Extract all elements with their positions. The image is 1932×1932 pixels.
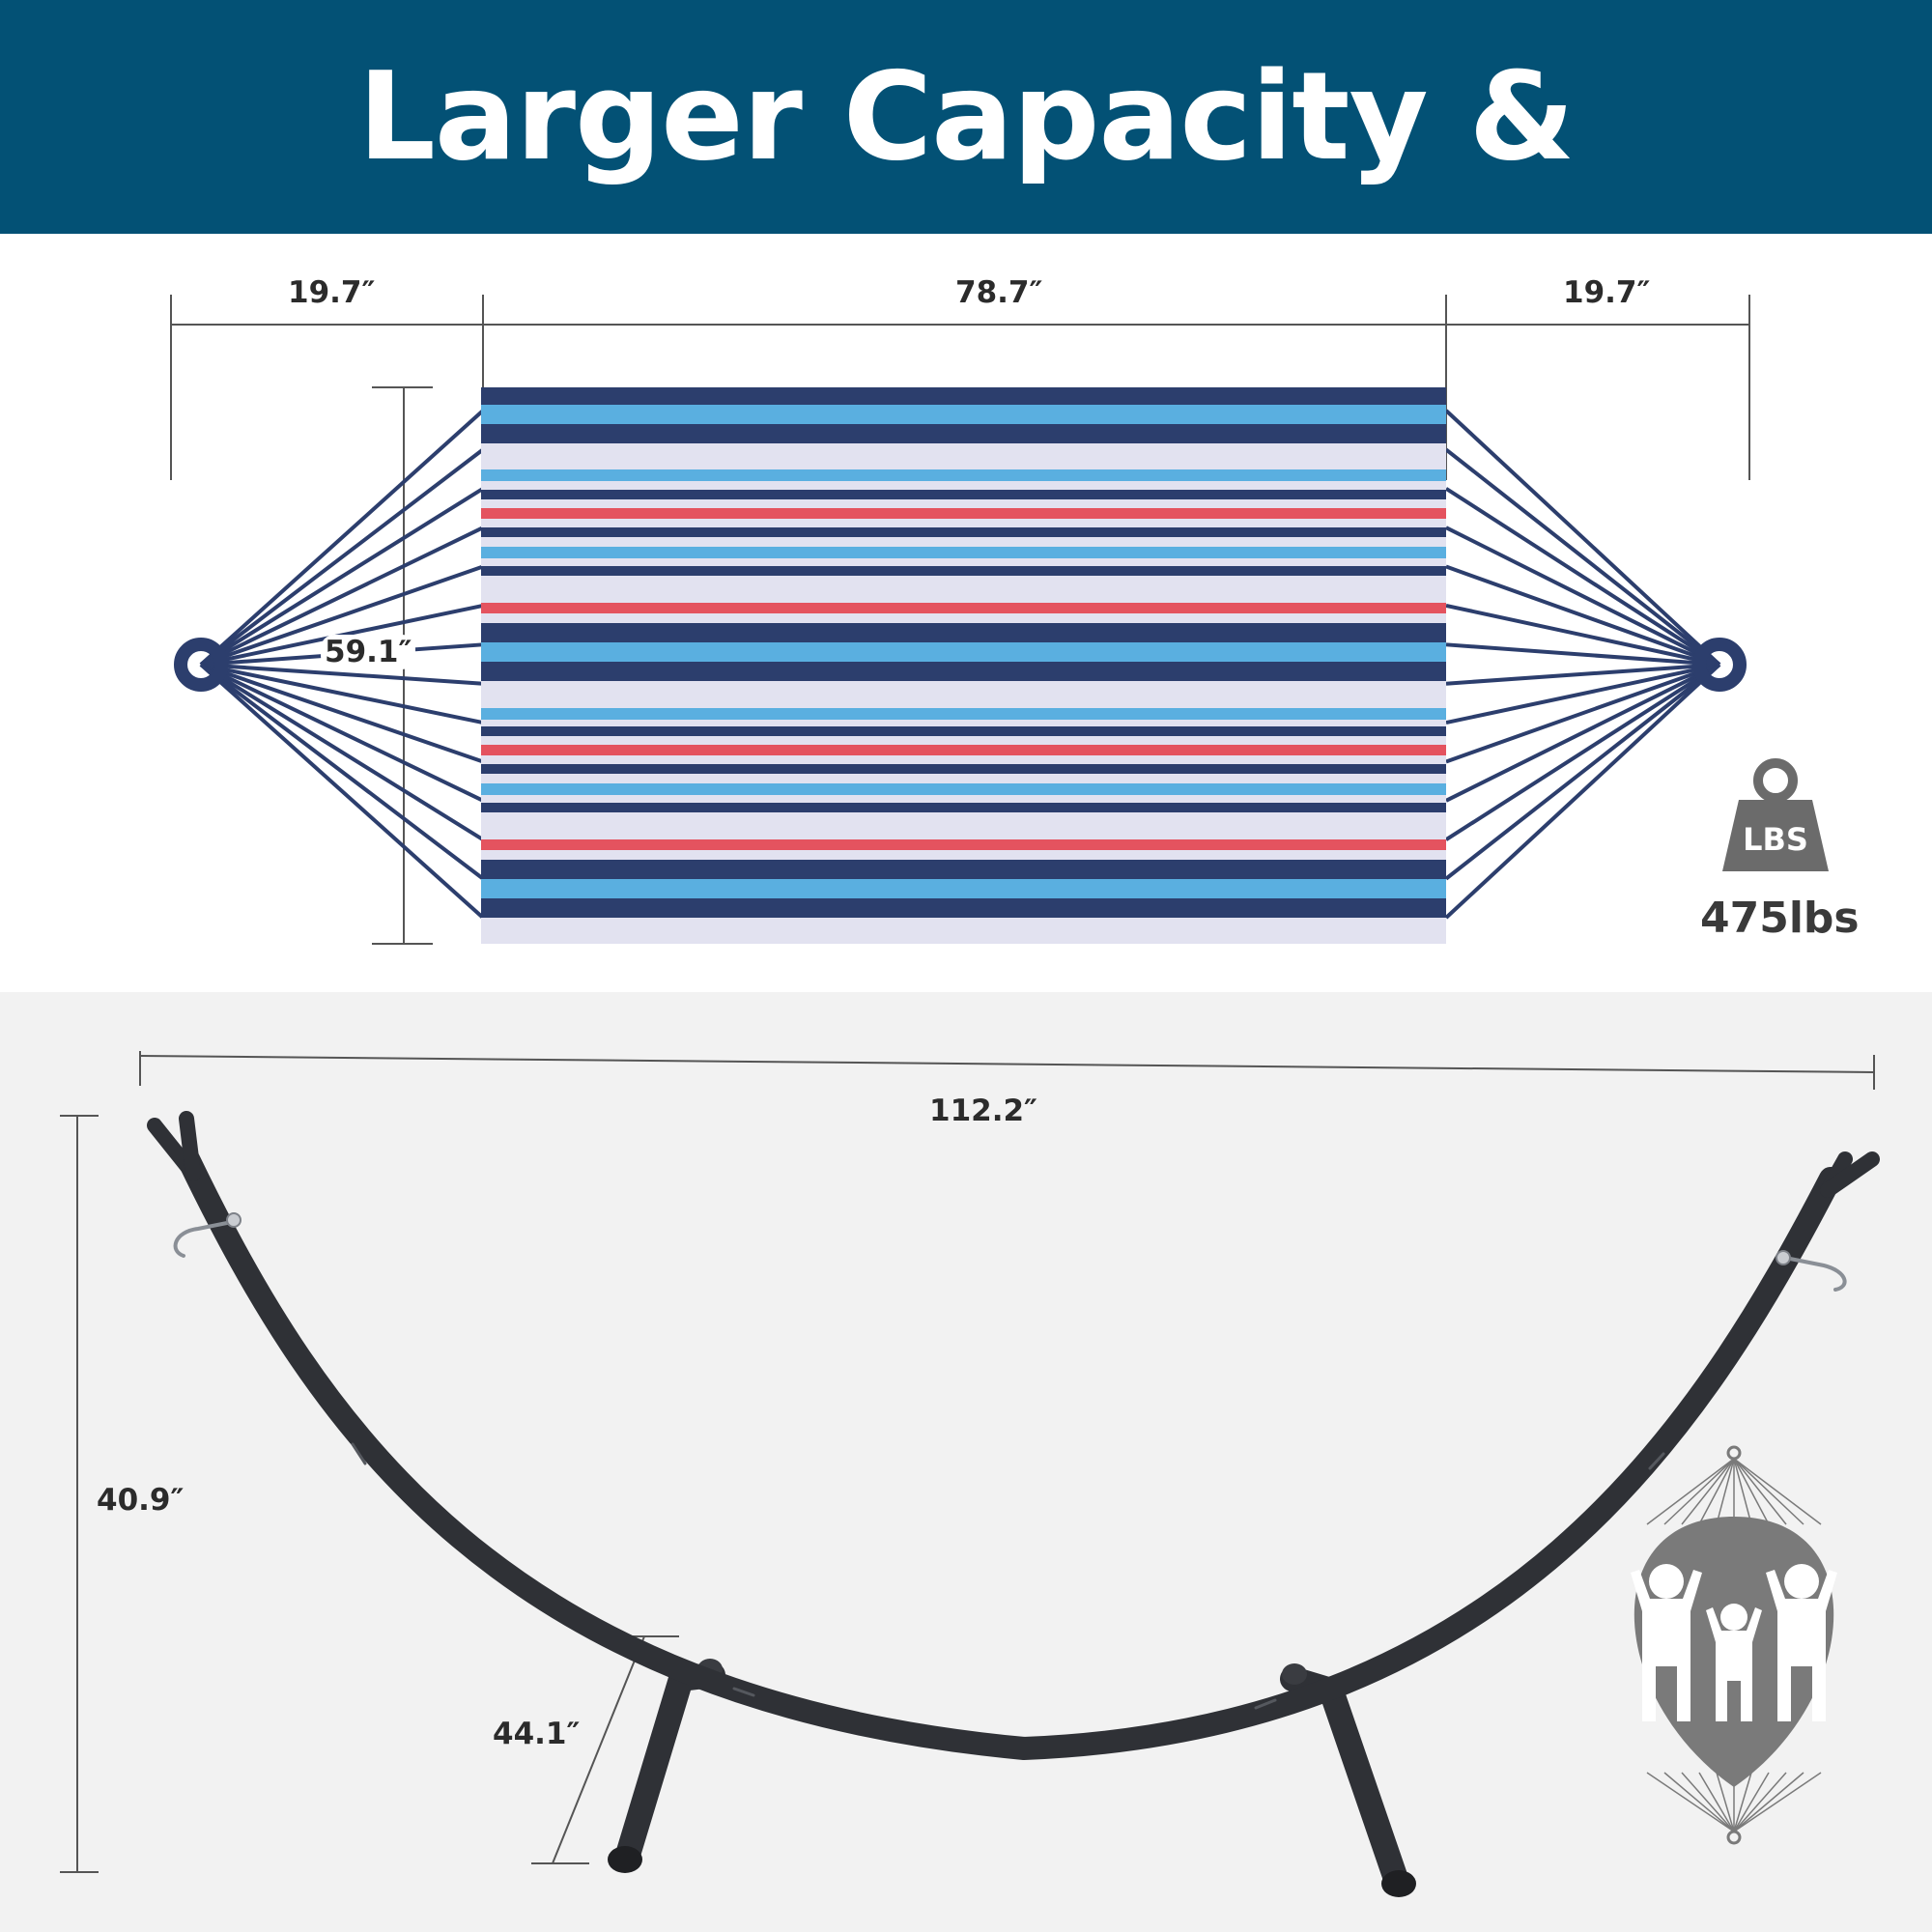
icon-string bbox=[1716, 1458, 1735, 1525]
hammock-string bbox=[1444, 487, 1721, 667]
hammock-stripe bbox=[481, 405, 1446, 424]
icon-string bbox=[1733, 1458, 1822, 1525]
right-spreader-length: 19.7″ bbox=[1563, 275, 1651, 310]
hammock-stripe bbox=[481, 642, 1446, 662]
hammock-stripe bbox=[481, 387, 1446, 405]
weight-capacity: 475lbs bbox=[1700, 894, 1860, 943]
icon-string bbox=[1733, 1772, 1770, 1833]
hammock-stand bbox=[147, 1111, 1880, 1897]
icon-string bbox=[1698, 1458, 1735, 1525]
hammock-stripe bbox=[481, 860, 1446, 879]
icon-string bbox=[1733, 1772, 1752, 1833]
icon-string bbox=[1733, 1458, 1770, 1525]
hammock-strings bbox=[199, 409, 1721, 920]
bed-length: 78.7″ bbox=[955, 275, 1043, 310]
hammock-stripe bbox=[481, 547, 1446, 558]
icon-string bbox=[1733, 1458, 1804, 1525]
hammock-string bbox=[200, 663, 484, 764]
hammock-string bbox=[1445, 564, 1720, 667]
hammock-string bbox=[199, 409, 485, 667]
hammock-string bbox=[1444, 663, 1721, 881]
icon-string bbox=[1698, 1772, 1735, 1833]
icon-string bbox=[1733, 1458, 1787, 1525]
hammock-stripe bbox=[481, 424, 1446, 443]
hammock-string bbox=[1444, 663, 1721, 920]
hammock-width: 59.1″ bbox=[321, 635, 416, 669]
left-spreader-length: 19.7″ bbox=[288, 275, 376, 310]
left-hammock-ring bbox=[174, 638, 228, 692]
hammock-stripe bbox=[481, 726, 1446, 736]
hammock-string bbox=[200, 564, 484, 667]
hammock-string bbox=[1445, 526, 1720, 667]
hammock-stripe bbox=[481, 566, 1446, 576]
icon-string bbox=[1716, 1772, 1735, 1833]
icon-string bbox=[1733, 1772, 1804, 1833]
stand-base-length: 44.1″ bbox=[493, 1717, 581, 1751]
hammock-stripe bbox=[481, 745, 1446, 755]
icon-string bbox=[1733, 1772, 1822, 1833]
hammock-stripe bbox=[481, 783, 1446, 795]
icon-string bbox=[1681, 1458, 1735, 1525]
hammock-stripes bbox=[481, 387, 1446, 918]
hammock-stripe bbox=[481, 527, 1446, 537]
hammock-string bbox=[200, 663, 484, 725]
icon-string bbox=[1733, 1458, 1752, 1525]
icon-string bbox=[1663, 1772, 1735, 1833]
right-hammock-ring bbox=[1692, 638, 1747, 692]
hammock-string bbox=[1445, 663, 1720, 803]
hammock-string bbox=[200, 526, 484, 667]
hammock-string bbox=[1444, 409, 1721, 667]
stand-length: 112.2″ bbox=[929, 1094, 1037, 1128]
hammock-stripe bbox=[481, 898, 1446, 918]
hammock-string bbox=[199, 663, 485, 841]
hammock-stripe bbox=[481, 469, 1446, 481]
hammock-string bbox=[1445, 663, 1720, 686]
hammock-string bbox=[1444, 447, 1721, 667]
stand-panel bbox=[0, 992, 1932, 1932]
hammock-string bbox=[200, 663, 484, 803]
hammock-string bbox=[199, 663, 485, 920]
icon-string bbox=[1646, 1458, 1735, 1525]
hammock-stripe bbox=[481, 623, 1446, 642]
hammock-stripe bbox=[481, 662, 1446, 681]
hammock-stripe bbox=[481, 839, 1446, 850]
hammock-string bbox=[200, 663, 484, 686]
hammock-string bbox=[1445, 603, 1720, 667]
hammock-stripe bbox=[481, 879, 1446, 898]
hammock-string bbox=[1445, 663, 1720, 764]
hammock-string bbox=[1444, 663, 1721, 841]
weight-icon: LBS bbox=[1722, 758, 1829, 871]
hammock-string bbox=[1445, 663, 1720, 725]
hammock-string bbox=[1445, 642, 1720, 667]
hammock-stripe bbox=[481, 764, 1446, 774]
weight-icon-label: LBS bbox=[1743, 821, 1808, 858]
title-banner bbox=[0, 0, 1932, 234]
hammock-stripe bbox=[481, 708, 1446, 720]
icon-string bbox=[1681, 1772, 1735, 1833]
hammock-string bbox=[199, 487, 485, 667]
icon-string bbox=[1646, 1772, 1735, 1833]
hammock-stripe bbox=[481, 803, 1446, 812]
hammock-string bbox=[199, 447, 485, 667]
hammock-stripe bbox=[481, 508, 1446, 519]
icon-string bbox=[1733, 1772, 1787, 1833]
hammock-string bbox=[199, 663, 485, 881]
icon-string bbox=[1663, 1458, 1735, 1525]
stand-height: 40.9″ bbox=[97, 1483, 185, 1518]
hammock-stripe bbox=[481, 490, 1446, 499]
hammock-stripe bbox=[481, 603, 1446, 613]
family-hammock-icon bbox=[1631, 1445, 1837, 1845]
